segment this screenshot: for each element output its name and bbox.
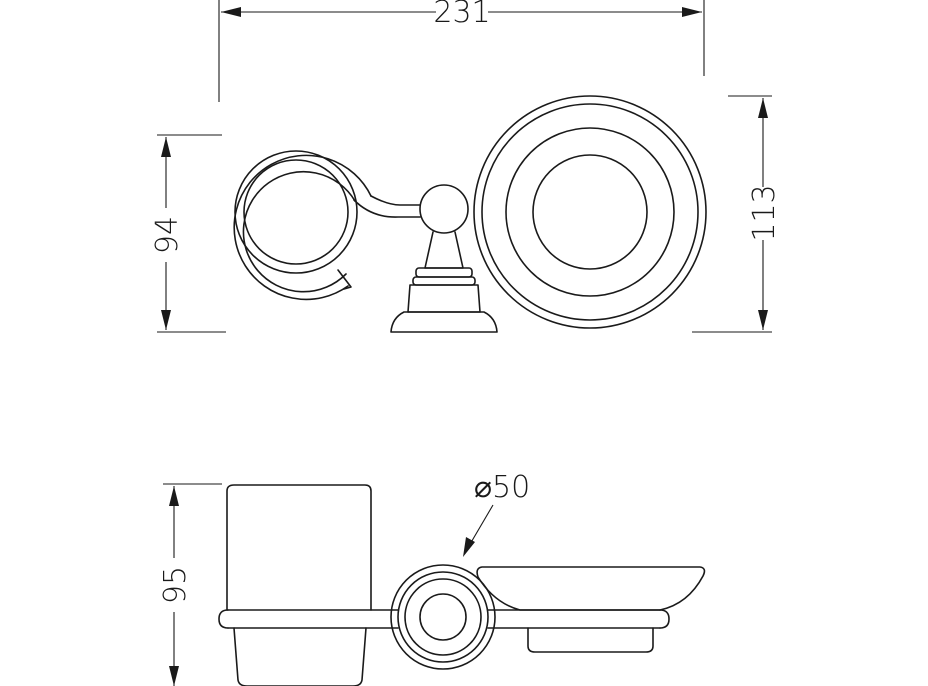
right-dish-ring <box>473 95 707 329</box>
dimension-diameter: ⌀50 <box>463 470 530 557</box>
dimension-label-diameter: ⌀50 <box>474 470 530 505</box>
soap-dish <box>476 566 706 653</box>
left-ring-holder <box>233 150 372 301</box>
side-rosette <box>390 564 496 670</box>
dimension-label-top-height: 94 <box>150 216 185 254</box>
top-view: 231 94 113 <box>150 0 782 333</box>
side-view: 95 ⌀50 <box>158 470 706 686</box>
dimension-label-right-height: 113 <box>747 184 782 241</box>
dimension-label-overall-width: 231 <box>433 0 490 30</box>
dimension-top-height: 94 <box>150 134 226 333</box>
wall-mount <box>390 184 498 333</box>
holder-bar <box>218 609 670 629</box>
dimension-label-side-height: 95 <box>158 566 193 604</box>
dimension-right-height: 113 <box>692 95 782 333</box>
holder-arm <box>353 195 421 218</box>
tumbler <box>226 484 372 686</box>
dimension-overall-width: 231 <box>218 0 705 102</box>
dimension-side-height: 95 <box>158 483 222 686</box>
